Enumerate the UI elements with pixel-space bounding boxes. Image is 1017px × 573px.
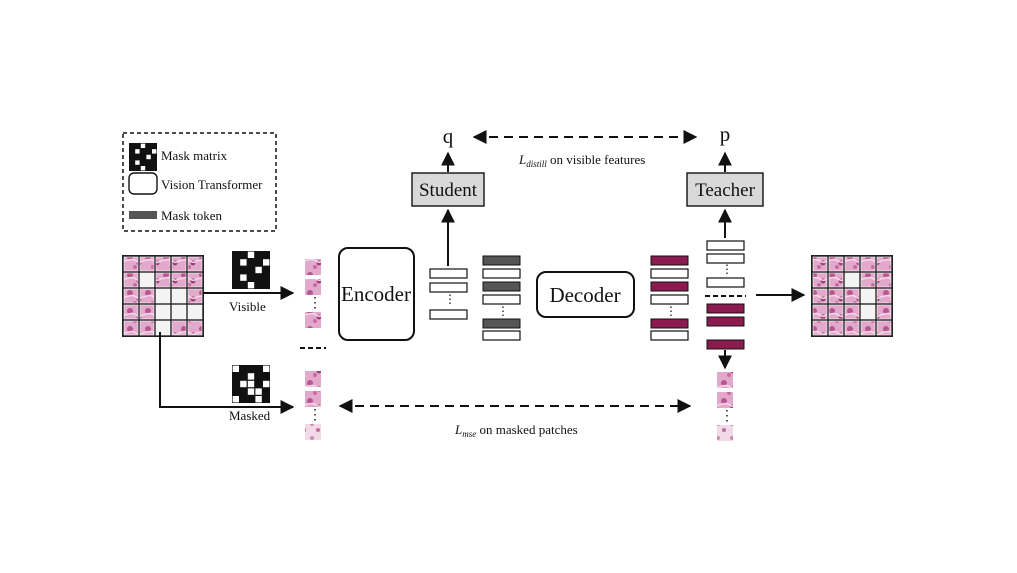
visible-patches: ⋮ [305, 259, 322, 328]
p-label: p [720, 122, 731, 146]
vision-transformer-icon [128, 172, 158, 195]
mask-matrix-icon [129, 143, 157, 171]
decoder-input-tokens: ⋮ [482, 255, 521, 341]
svg-text:⋮: ⋮ [497, 304, 509, 318]
encoder-box [338, 247, 415, 341]
svg-text:⋮: ⋮ [665, 304, 677, 318]
legend-vision-transformer-label: Vision Transformer [161, 177, 263, 192]
legend: Mask matrix Vision Transformer Mask toke… [122, 132, 277, 232]
visible-label: Visible [229, 299, 266, 314]
svg-text:⋮: ⋮ [721, 262, 733, 276]
svg-text:⋮: ⋮ [720, 409, 734, 424]
encoder-output-tokens: ⋮ [429, 268, 468, 320]
input-image-grid [122, 255, 204, 337]
decoder-label: Decoder [549, 283, 620, 307]
svg-text:⋮: ⋮ [444, 292, 456, 306]
q-label: q [443, 124, 454, 148]
teacher-label: Teacher [695, 180, 756, 201]
teacher-visible-tokens: ⋮ [706, 240, 745, 288]
masked-patches: ⋮ [305, 371, 322, 440]
reconstructed-patches: ⋮ [717, 372, 734, 441]
masked-mask-matrix-icon [232, 365, 270, 403]
decoder-output-tokens: ⋮ [650, 255, 689, 341]
reconstructed-image-grid [811, 255, 893, 337]
student-box [411, 172, 485, 207]
decoder-box [536, 271, 635, 318]
visible-mask-matrix-icon [232, 251, 270, 289]
distill-loss-label: Ldistill on visible features [518, 152, 645, 169]
teacher-box [686, 172, 764, 207]
mse-loss-label: Lmse on masked patches [454, 422, 578, 439]
teacher-masked-tokens [706, 303, 745, 350]
masked-arrow [159, 332, 295, 414]
legend-mask-token-label: Mask token [161, 208, 223, 223]
visible-patches-ellipsis: ⋮ [308, 296, 322, 311]
masked-label: Masked [229, 408, 271, 423]
legend-mask-matrix-label: Mask matrix [161, 148, 228, 163]
encoder-label: Encoder [341, 282, 411, 306]
masked-patches-ellipsis: ⋮ [308, 408, 322, 423]
student-label: Student [419, 180, 478, 201]
mask-token-icon [129, 211, 157, 219]
